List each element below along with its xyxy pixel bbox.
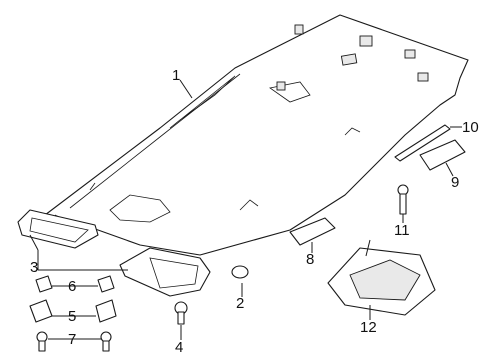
visor-holder-left (29, 299, 53, 323)
callout-5: 5 (68, 308, 76, 325)
grab-handle-9 (419, 139, 466, 171)
sun-visor-right (119, 247, 211, 297)
callout-8: 8 (306, 251, 314, 268)
bolt-11 (397, 184, 409, 215)
visor-clip-left (35, 275, 53, 293)
visor-holder-right (95, 299, 117, 323)
callout-2: 2 (236, 295, 244, 312)
callout-labels: 1 2 3 4 5 6 7 8 9 10 11 12 (30, 67, 479, 356)
callout-7: 7 (68, 331, 76, 348)
callout-4: 4 (175, 339, 183, 356)
bolt-left (36, 331, 48, 352)
callout-10: 10 (462, 119, 479, 136)
bolt-right (100, 331, 112, 352)
callout-1: 1 (172, 67, 180, 84)
callout-12: 12 (360, 319, 377, 336)
leader-lines (29, 79, 462, 340)
clip-part (231, 265, 249, 279)
visor-clip-right (97, 275, 115, 293)
callout-3: 3 (30, 259, 38, 276)
callout-6: 6 (68, 278, 76, 295)
grab-handle-8 (289, 217, 336, 246)
screw-part (174, 301, 188, 325)
callout-11: 11 (394, 222, 410, 239)
trim-strip (394, 124, 451, 162)
overhead-console (327, 239, 436, 316)
sun-visor-left (17, 209, 99, 249)
headliner-panel (44, 14, 469, 256)
callout-9: 9 (451, 174, 459, 191)
